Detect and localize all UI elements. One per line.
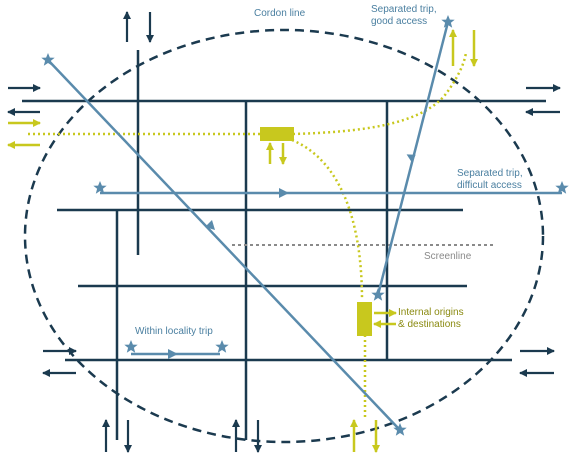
arrow-icon [205, 220, 215, 230]
arrow-icon [279, 188, 289, 198]
star-icon [555, 181, 569, 194]
star-icon [41, 53, 55, 66]
road-flow-arrows [7, 11, 561, 453]
internal-path-down [291, 138, 364, 301]
separated-difficult-line2: difficult access [457, 180, 522, 191]
internal-od-line2: & destinations [398, 319, 461, 330]
screenline-label: Screenline [424, 251, 472, 262]
star-icon [393, 423, 407, 436]
trip-diagonal [47, 59, 399, 429]
trip-direction-arrows [168, 154, 416, 359]
star-icon [124, 340, 138, 353]
separated-good-line2: good access [371, 16, 428, 27]
internal-zone-bottom [357, 302, 372, 336]
separated-good-label: Separated trip, good access [371, 4, 437, 28]
within-locality-label: Within locality trip [135, 326, 213, 337]
star-icon [93, 181, 107, 194]
trip-lines [47, 21, 562, 429]
separated-difficult-label: Separated trip, difficult access [457, 168, 523, 192]
internal-trip-paths [28, 51, 468, 418]
cordon-line [23, 28, 545, 444]
arrow-icon [168, 349, 178, 359]
arrow-icon [406, 154, 416, 163]
separated-difficult-line1: Separated trip, [457, 168, 523, 179]
road-network [22, 50, 546, 440]
separated-good-line1: Separated trip, [371, 4, 437, 15]
internal-od-line1: Internal origins [398, 307, 464, 318]
star-icon [371, 288, 385, 301]
internal-path-upper-right [292, 51, 468, 136]
internal-flow-arrows [7, 29, 478, 453]
trip-endpoints [41, 15, 569, 436]
internal-od-label: Internal origins & destinations [398, 307, 464, 331]
internal-zone-top [260, 127, 294, 141]
star-icon [215, 340, 229, 353]
cordon-line-label: Cordon line [254, 8, 306, 19]
star-icon [441, 15, 455, 28]
